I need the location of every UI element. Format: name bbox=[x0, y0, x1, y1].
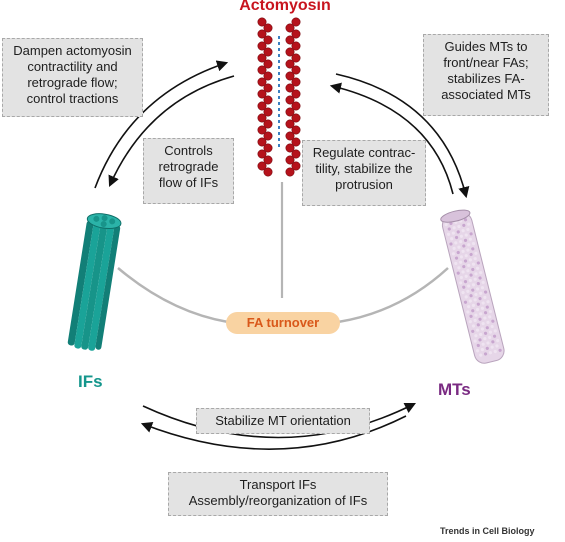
fa-turnover-pill: FA turnover bbox=[226, 312, 340, 334]
actomyosin-label: Actomyosin bbox=[239, 0, 331, 14]
stabilize-mt-box: Stabilize MT orientation bbox=[196, 408, 370, 434]
ifs-label: IFs bbox=[78, 372, 103, 391]
regulate-contractility-box: Regulate contrac- tility, stabilize the … bbox=[302, 140, 426, 206]
actomyosin-filaments bbox=[257, 17, 301, 177]
journal-credit: Trends in Cell Biology bbox=[440, 526, 535, 536]
transport-ifs-box: Transport IFs Assembly/reorganization of… bbox=[168, 472, 388, 516]
mts-label: MTs bbox=[438, 380, 471, 399]
controls-retrograde-box: Controls retrograde flow of IFs bbox=[143, 138, 234, 204]
guides-mts-box: Guides MTs to front/near FAs; stabilizes… bbox=[423, 34, 549, 116]
cycle-arrows bbox=[94, 60, 470, 450]
dampen-actomyosin-box: Dampen actomyosin contractility and retr… bbox=[2, 38, 143, 117]
microtubule bbox=[440, 209, 505, 364]
fa-connectors bbox=[117, 182, 449, 324]
intermediate-filament-bundle bbox=[67, 213, 122, 351]
